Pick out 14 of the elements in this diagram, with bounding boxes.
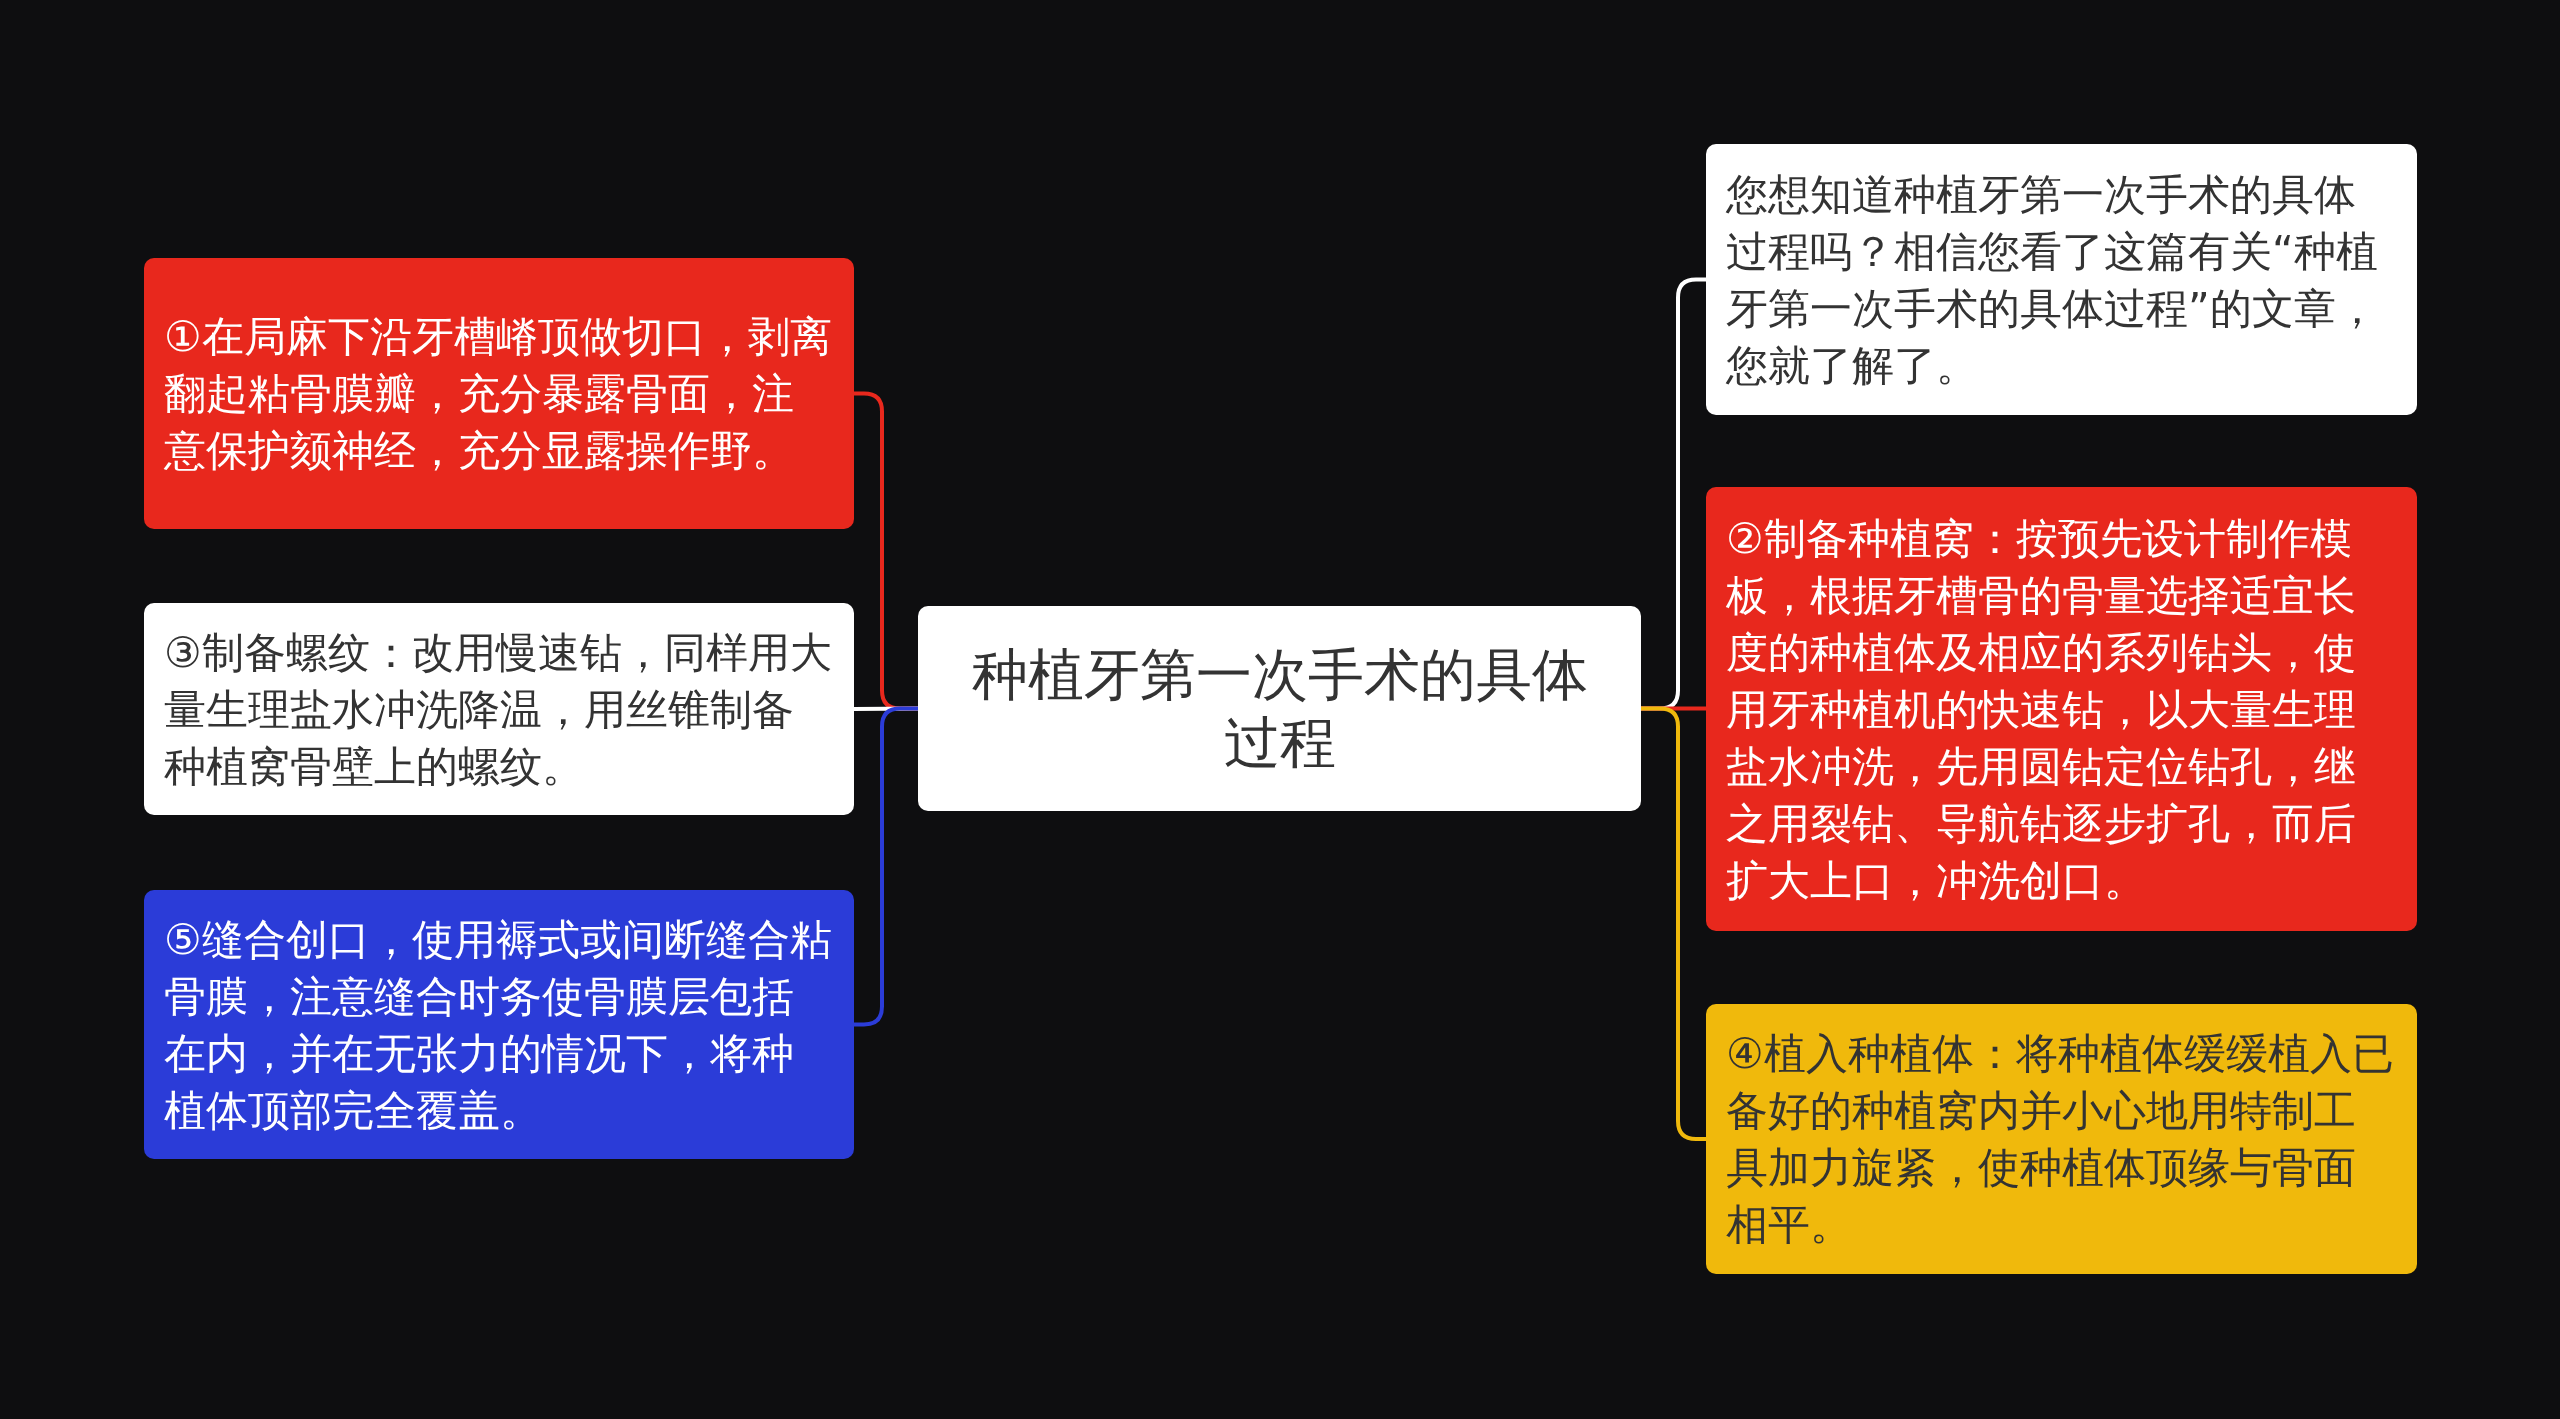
step-text: ③制备螺纹：改用慢速钻，同样用大量生理盐水冲洗降温，用丝锥制备种植窝骨壁上的螺纹。 [163, 626, 833, 793]
step-text: ⑤缝合创口，使用褥式或间断缝合粘骨膜，注意缝合时务使骨膜层包括在内，并在无张力的情况下，将种植体顶部完全覆盖。 [163, 913, 833, 1137]
step-text: ④植入种植体：将种植体缓缓植入已备好的种植窝内并小心地用特制工具加力旋紧，使种植体顶缘与骨面相平。 [1725, 1028, 2395, 1251]
intro-text: 您想知道种植牙第一次手术的具体过程吗？相信您看了这篇有关“种植牙第一次手术的具体过程”的文章，您就了解了。 [1725, 168, 2379, 392]
topic-text: 种植牙第一次手术的具体过程 [970, 640, 1589, 777]
step-box [144, 890, 854, 1159]
step-box [144, 258, 854, 529]
step-text: ①在局麻下沿牙槽嵴顶做切口，剥离翻起粘骨膜瓣，充分暴露骨面，注意保护颏神经，充分显露操作野。 [163, 311, 833, 477]
step-text: ②制备种植窝：按预先设计制作模板，根据牙槽骨的骨量选择适宜长度的种植体及相应的系列钻头，使用牙种植机的快速钻，以大量生理盐水冲洗，先用圆钻定位钻孔，继之用裂钻、导航钻逐步扩孔，而后扩大上口，冲洗创口。 [1725, 512, 2357, 907]
step-box [1706, 487, 2417, 931]
step-box [144, 603, 854, 815]
topic-box [918, 606, 1641, 811]
step-box [1706, 1004, 2417, 1274]
intro-box [1706, 144, 2417, 415]
